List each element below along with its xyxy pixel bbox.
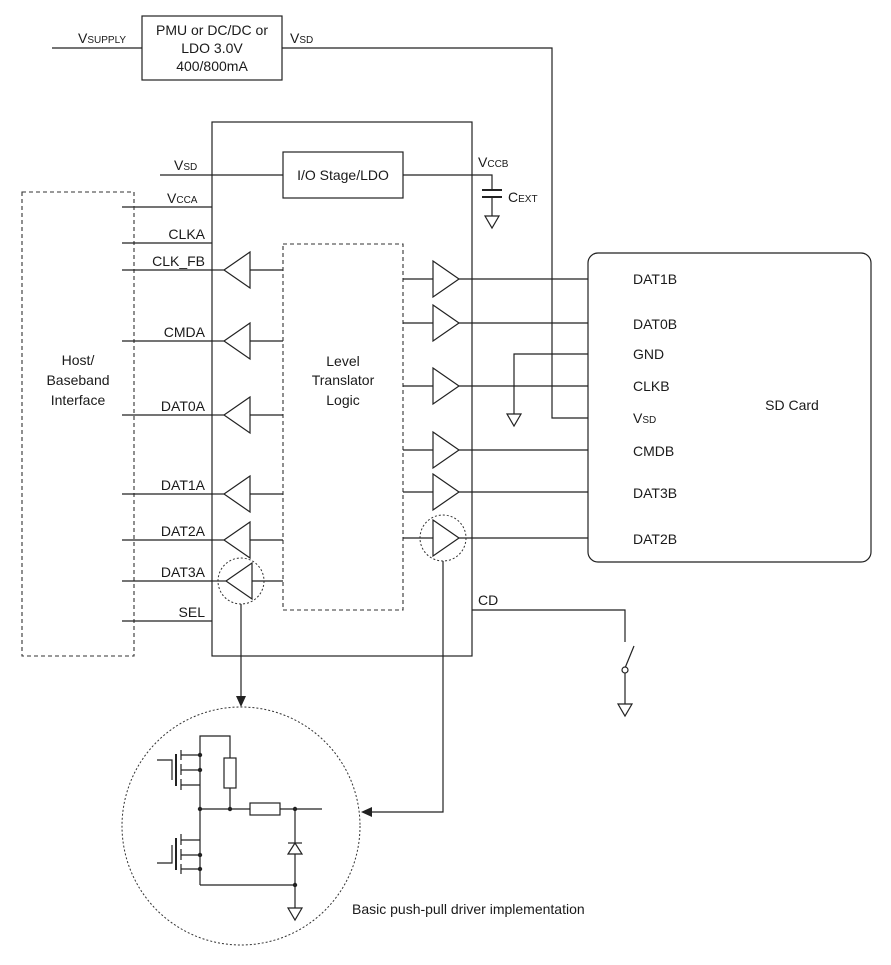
buffer-icon xyxy=(432,430,461,470)
translator-chip xyxy=(211,121,473,657)
logic-label-line1: Level xyxy=(326,353,359,369)
cd-wire xyxy=(472,609,626,642)
card-pins: DAT1B DAT0B GND CLKB VSD CMDB DAT3B DAT2… xyxy=(633,271,677,547)
vccb-wire xyxy=(403,174,493,190)
pin-dat0a: DAT0A xyxy=(161,398,206,414)
detail-arrow-right xyxy=(372,561,444,813)
ground-icon xyxy=(286,907,304,922)
ground-icon xyxy=(483,215,501,230)
pin-cmdb: CMDB xyxy=(633,443,674,459)
left-pins: CLKA CLK_FB CMDA DAT0A DAT1A DAT2A DAT3A… xyxy=(122,226,212,622)
vsd-supply-label: VSD xyxy=(290,30,313,46)
buffer-icon xyxy=(432,303,461,343)
resistor-icon xyxy=(249,802,281,816)
vcca-label: VCCA xyxy=(167,190,198,206)
cext-capacitor xyxy=(482,189,502,230)
pin-dat3b: DAT3B xyxy=(633,485,677,501)
pin-vsd: VSD xyxy=(633,410,656,426)
buffer-icon xyxy=(432,259,461,299)
pin-gnd: GND xyxy=(633,346,664,362)
host-label-line2: Baseband xyxy=(46,372,109,388)
host-label-line3: Interface xyxy=(51,392,106,408)
resistor-icon xyxy=(223,757,237,789)
buffer-icon xyxy=(432,366,461,406)
pin-clkb: CLKB xyxy=(633,378,670,394)
pin-dat3a: DAT3A xyxy=(161,564,206,580)
vccb-label: VCCB xyxy=(478,154,509,170)
pin-dat1b: DAT1B xyxy=(633,271,677,287)
push-pull-driver-schematic xyxy=(157,735,322,922)
pin-cmda: CMDA xyxy=(164,324,206,340)
pmu-block: PMU or DC/DC or LDO 3.0V 400/800mA xyxy=(141,15,283,81)
driver-caption: Basic push-pull driver implementation xyxy=(352,901,585,917)
cd-switch-icon xyxy=(624,645,635,669)
pmu-label-line2: LDO 3.0V xyxy=(181,40,243,56)
driver-detail-circle xyxy=(121,706,361,946)
logic-label-line2: Translator xyxy=(312,372,375,388)
logic-label-line3: Logic xyxy=(326,392,359,408)
cd-label: CD xyxy=(478,592,498,608)
buffer-icon xyxy=(432,518,461,558)
pin-dat2a: DAT2A xyxy=(161,523,206,539)
buffer-icon xyxy=(432,472,461,512)
pmu-label-line3: 400/800mA xyxy=(176,58,248,74)
pmu-label-line1: PMU or DC/DC or xyxy=(156,22,268,38)
pin-clk-fb: CLK_FB xyxy=(152,253,205,269)
gnd-wire xyxy=(513,353,618,414)
vsd-input-label: VSD xyxy=(174,157,197,173)
host-label-line1: Host/ xyxy=(62,352,95,368)
ground-icon xyxy=(505,413,523,428)
sd-card xyxy=(587,252,872,563)
pin-sel: SEL xyxy=(179,604,206,620)
pin-clka: CLKA xyxy=(168,226,205,242)
arrow-head-icon xyxy=(361,807,372,817)
arrow-head-icon xyxy=(236,696,246,707)
pin-dat2b: DAT2B xyxy=(633,531,677,547)
vsd-supply-wire xyxy=(282,47,618,419)
host-baseband-interface xyxy=(21,191,135,657)
cext-label: CEXT xyxy=(508,189,538,205)
left-buffers xyxy=(212,250,283,605)
sd-card-label: SD Card xyxy=(765,397,819,413)
vsupply-label: VSUPPLY xyxy=(78,30,126,46)
pin-dat0b: DAT0B xyxy=(633,316,677,332)
pin-dat1a: DAT1A xyxy=(161,477,206,493)
ground-icon xyxy=(616,703,634,718)
highlight-circle-right xyxy=(419,514,467,562)
highlight-circle-left xyxy=(217,557,265,605)
io-stage-label: I/O Stage/LDO xyxy=(297,167,389,183)
level-translator-logic xyxy=(282,243,404,611)
